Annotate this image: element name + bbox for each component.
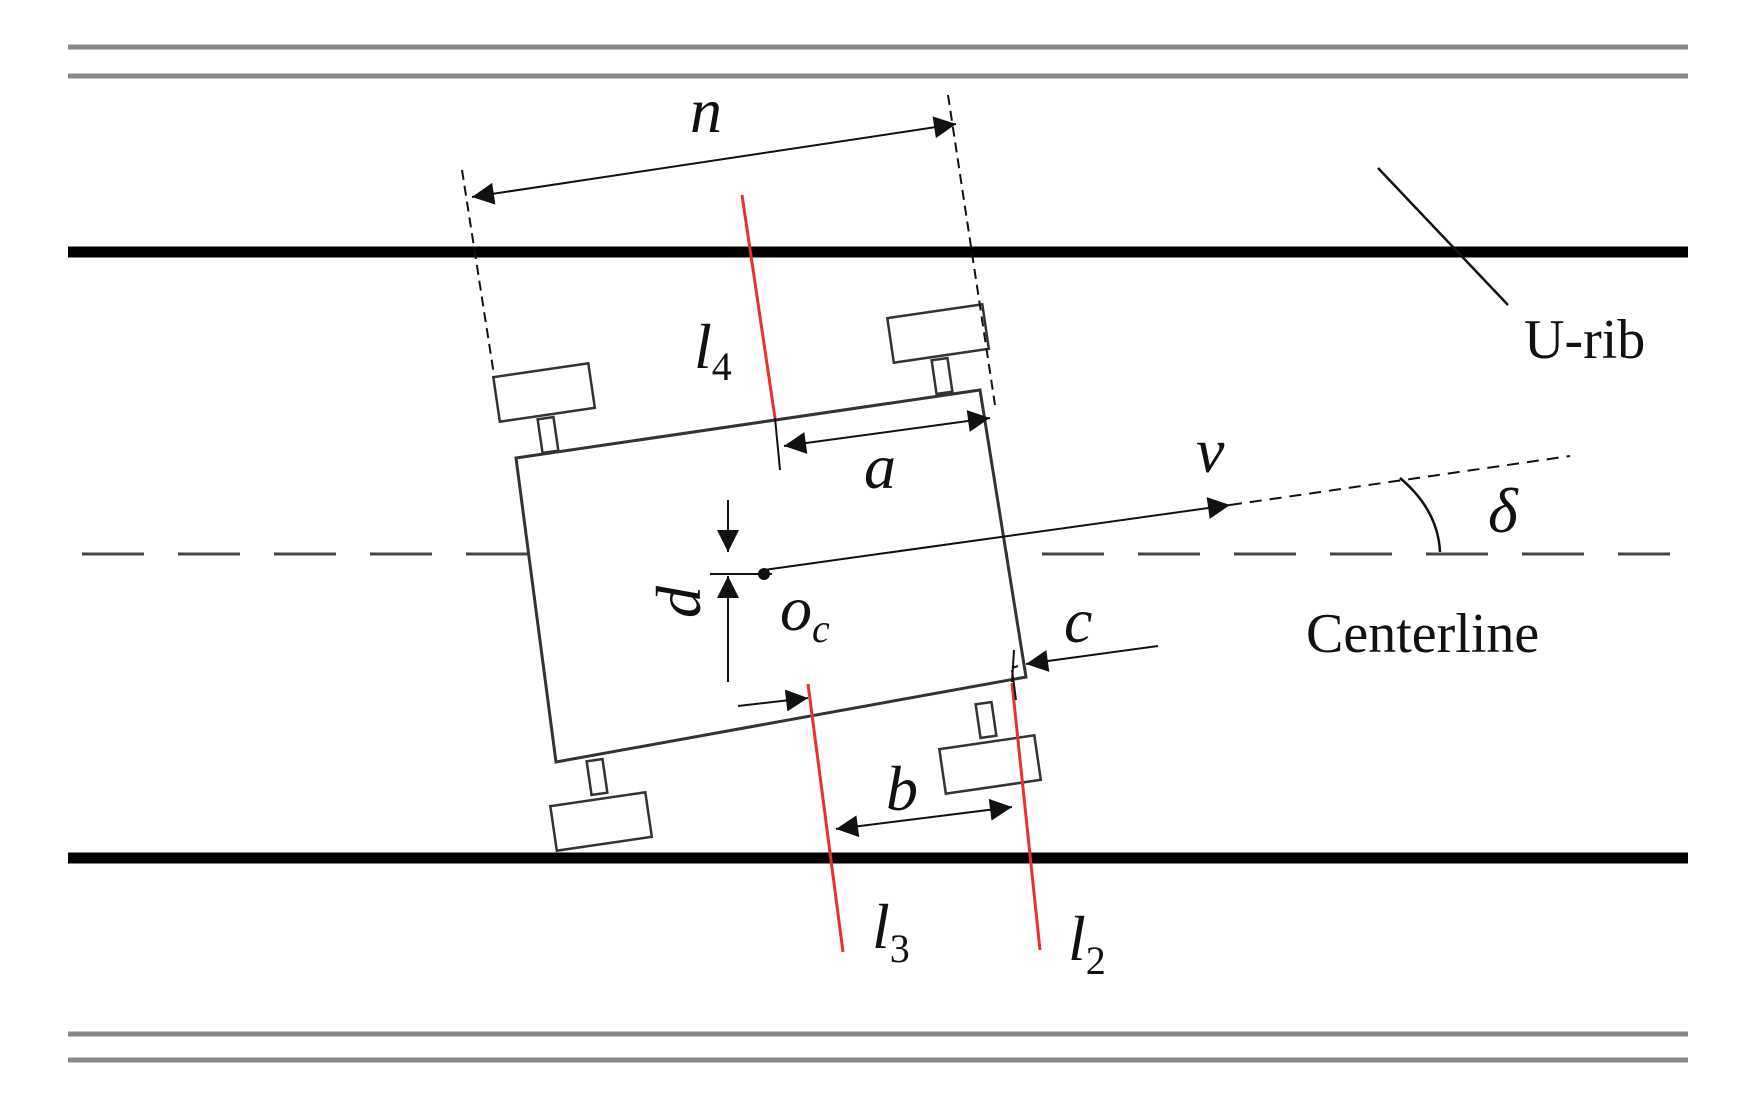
u-rib-leader-line: [1377, 167, 1509, 306]
label-c: c: [1064, 585, 1092, 656]
label-a: a: [864, 431, 896, 502]
label-u-rib: U-rib: [1524, 309, 1645, 371]
delta-angle-arc: [1399, 477, 1442, 553]
b-dimension: [835, 798, 1013, 838]
label-centerline: Centerline: [1306, 603, 1539, 665]
label-l2: l2: [1068, 903, 1106, 983]
label-delta: δ: [1488, 475, 1519, 546]
l2-reference-line: [1010, 682, 1042, 951]
label-n: n: [690, 75, 722, 146]
robot-body: [514, 388, 1028, 764]
velocity-vector: [763, 497, 1231, 571]
velocity-extension-dashed: [1229, 455, 1571, 506]
c-dimension: [737, 645, 1159, 712]
label-d: d: [643, 585, 714, 618]
wheel-bottom-right: [937, 700, 1043, 796]
bottom-outer-rail: [68, 1031, 1688, 1063]
label-oc: oc: [780, 573, 830, 651]
label-b: b: [886, 753, 918, 824]
wheel-top-left: [491, 361, 597, 455]
oc-center-point: [758, 568, 770, 580]
l3-reference-line: [806, 683, 845, 953]
label-l3: l3: [872, 891, 910, 971]
l4-reference-line: [740, 194, 777, 419]
a-dimension: [774, 410, 991, 471]
wheel-top-right: [885, 302, 991, 396]
label-v: v: [1196, 415, 1225, 486]
label-l4: l4: [694, 311, 732, 389]
wheel-bottom-left: [548, 757, 654, 853]
n-dimension: [461, 94, 996, 406]
top-outer-rail: [68, 44, 1688, 79]
